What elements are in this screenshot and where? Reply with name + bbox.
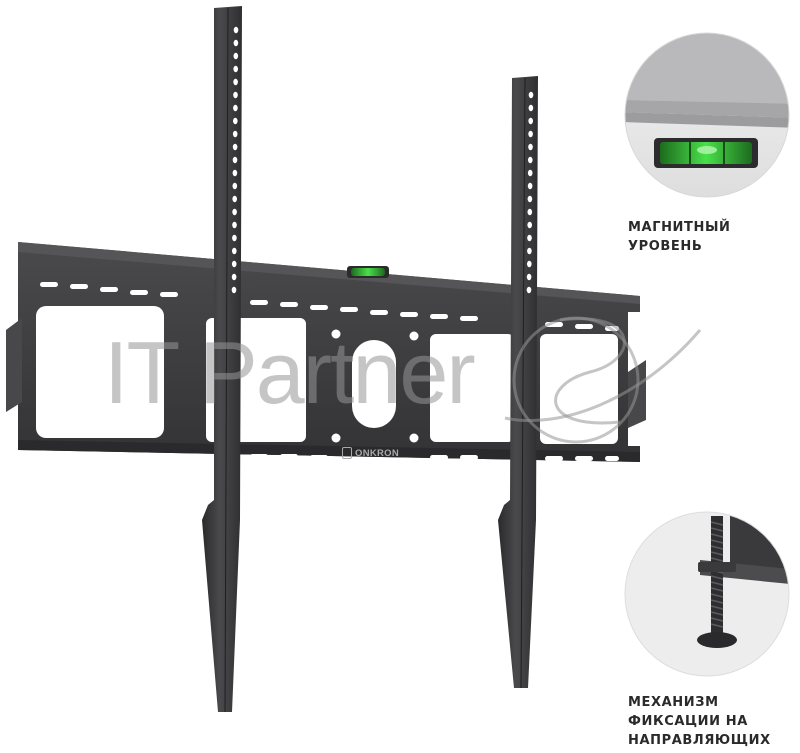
rail-hole — [231, 286, 237, 294]
screw-thread — [710, 605, 724, 610]
rail-hole — [233, 52, 239, 60]
rail-hole — [232, 182, 238, 190]
screw-thread — [710, 527, 724, 532]
screw-thread — [710, 557, 724, 562]
rail-hole — [527, 182, 533, 190]
detail-circle-level — [624, 32, 790, 198]
rail-hole — [527, 260, 532, 268]
rail-hole — [232, 247, 237, 255]
rail-hole — [528, 130, 533, 138]
rail-hole — [233, 26, 239, 34]
mount-frame — [6, 242, 646, 465]
rail-hole — [233, 78, 238, 86]
vertical-rail-right — [498, 76, 538, 689]
rail-hole — [232, 130, 238, 138]
screw-thread — [710, 617, 724, 622]
caption-line: НАПРАВЛЯЮЩИХ — [628, 733, 771, 748]
caption-line: МЕХАНИЗМ — [628, 695, 719, 710]
rail-hole — [527, 221, 532, 229]
rail-hole — [526, 286, 532, 294]
rail-hole — [232, 156, 238, 164]
frame-bottom-lip — [18, 440, 640, 462]
vertical-rail-left — [202, 6, 242, 713]
rail-hole — [233, 117, 238, 125]
screw-thread — [710, 521, 724, 526]
rail-hole — [528, 117, 533, 125]
frame-slots-top — [40, 282, 619, 331]
screw-thread — [710, 575, 724, 580]
frame-left-hook — [6, 318, 22, 412]
frame-top-lip — [18, 242, 640, 304]
caption-magnetic-level: МАГНИТНЫЙ УРОВЕНЬ — [628, 218, 731, 256]
rail-hole — [233, 39, 239, 47]
brand-label-text: ONKRON — [355, 447, 400, 459]
frame-bubble-level — [347, 266, 389, 278]
screw-thread — [710, 545, 724, 550]
rail-hole — [231, 260, 237, 268]
rail-hole — [527, 208, 533, 216]
rail-hole — [528, 91, 534, 99]
rail-hole — [231, 273, 237, 281]
rail-hole — [527, 247, 532, 255]
rail-hole — [232, 169, 238, 177]
rail-hole — [232, 234, 237, 242]
rail-hole — [233, 91, 238, 99]
brand-logo-icon — [342, 447, 352, 459]
rail-hole — [528, 156, 533, 164]
caption-line: ФИКСАЦИИ НА — [628, 714, 748, 729]
watermark-text: IT Partner — [104, 323, 476, 422]
caption-fixing-mechanism: МЕХАНИЗМ ФИКСАЦИИ НА НАПРАВЛЯЮЩИХ — [628, 693, 771, 750]
screw-thread — [710, 581, 724, 586]
watermark-swirl — [504, 316, 702, 444]
screw-thread — [710, 539, 724, 544]
rail-hole — [526, 273, 532, 281]
rail-hole — [232, 221, 237, 229]
screw-thread — [710, 593, 724, 598]
brand-label: ONKRON — [342, 447, 399, 459]
screw-thread — [710, 599, 724, 604]
rail-hole — [232, 195, 237, 203]
caption-line: МАГНИТНЫЙ — [628, 220, 731, 235]
rail-hole — [528, 104, 534, 112]
rail-hole — [527, 195, 533, 203]
rail-hole — [233, 104, 238, 112]
rail-hole — [232, 208, 237, 216]
rail-hole — [528, 143, 533, 151]
screw-thread — [710, 623, 724, 628]
rail-hole — [233, 65, 238, 73]
frame-slots-bottom — [40, 454, 619, 465]
screw-thread — [710, 587, 724, 592]
screw-thread — [710, 611, 724, 616]
caption-line: УРОВЕНЬ — [628, 239, 703, 254]
rail-hole — [527, 234, 532, 242]
rail-hole — [527, 169, 533, 177]
screw-thread — [710, 551, 724, 556]
screw-thread — [710, 533, 724, 538]
detail-circle-screw — [624, 511, 790, 677]
rail-hole — [232, 143, 238, 151]
